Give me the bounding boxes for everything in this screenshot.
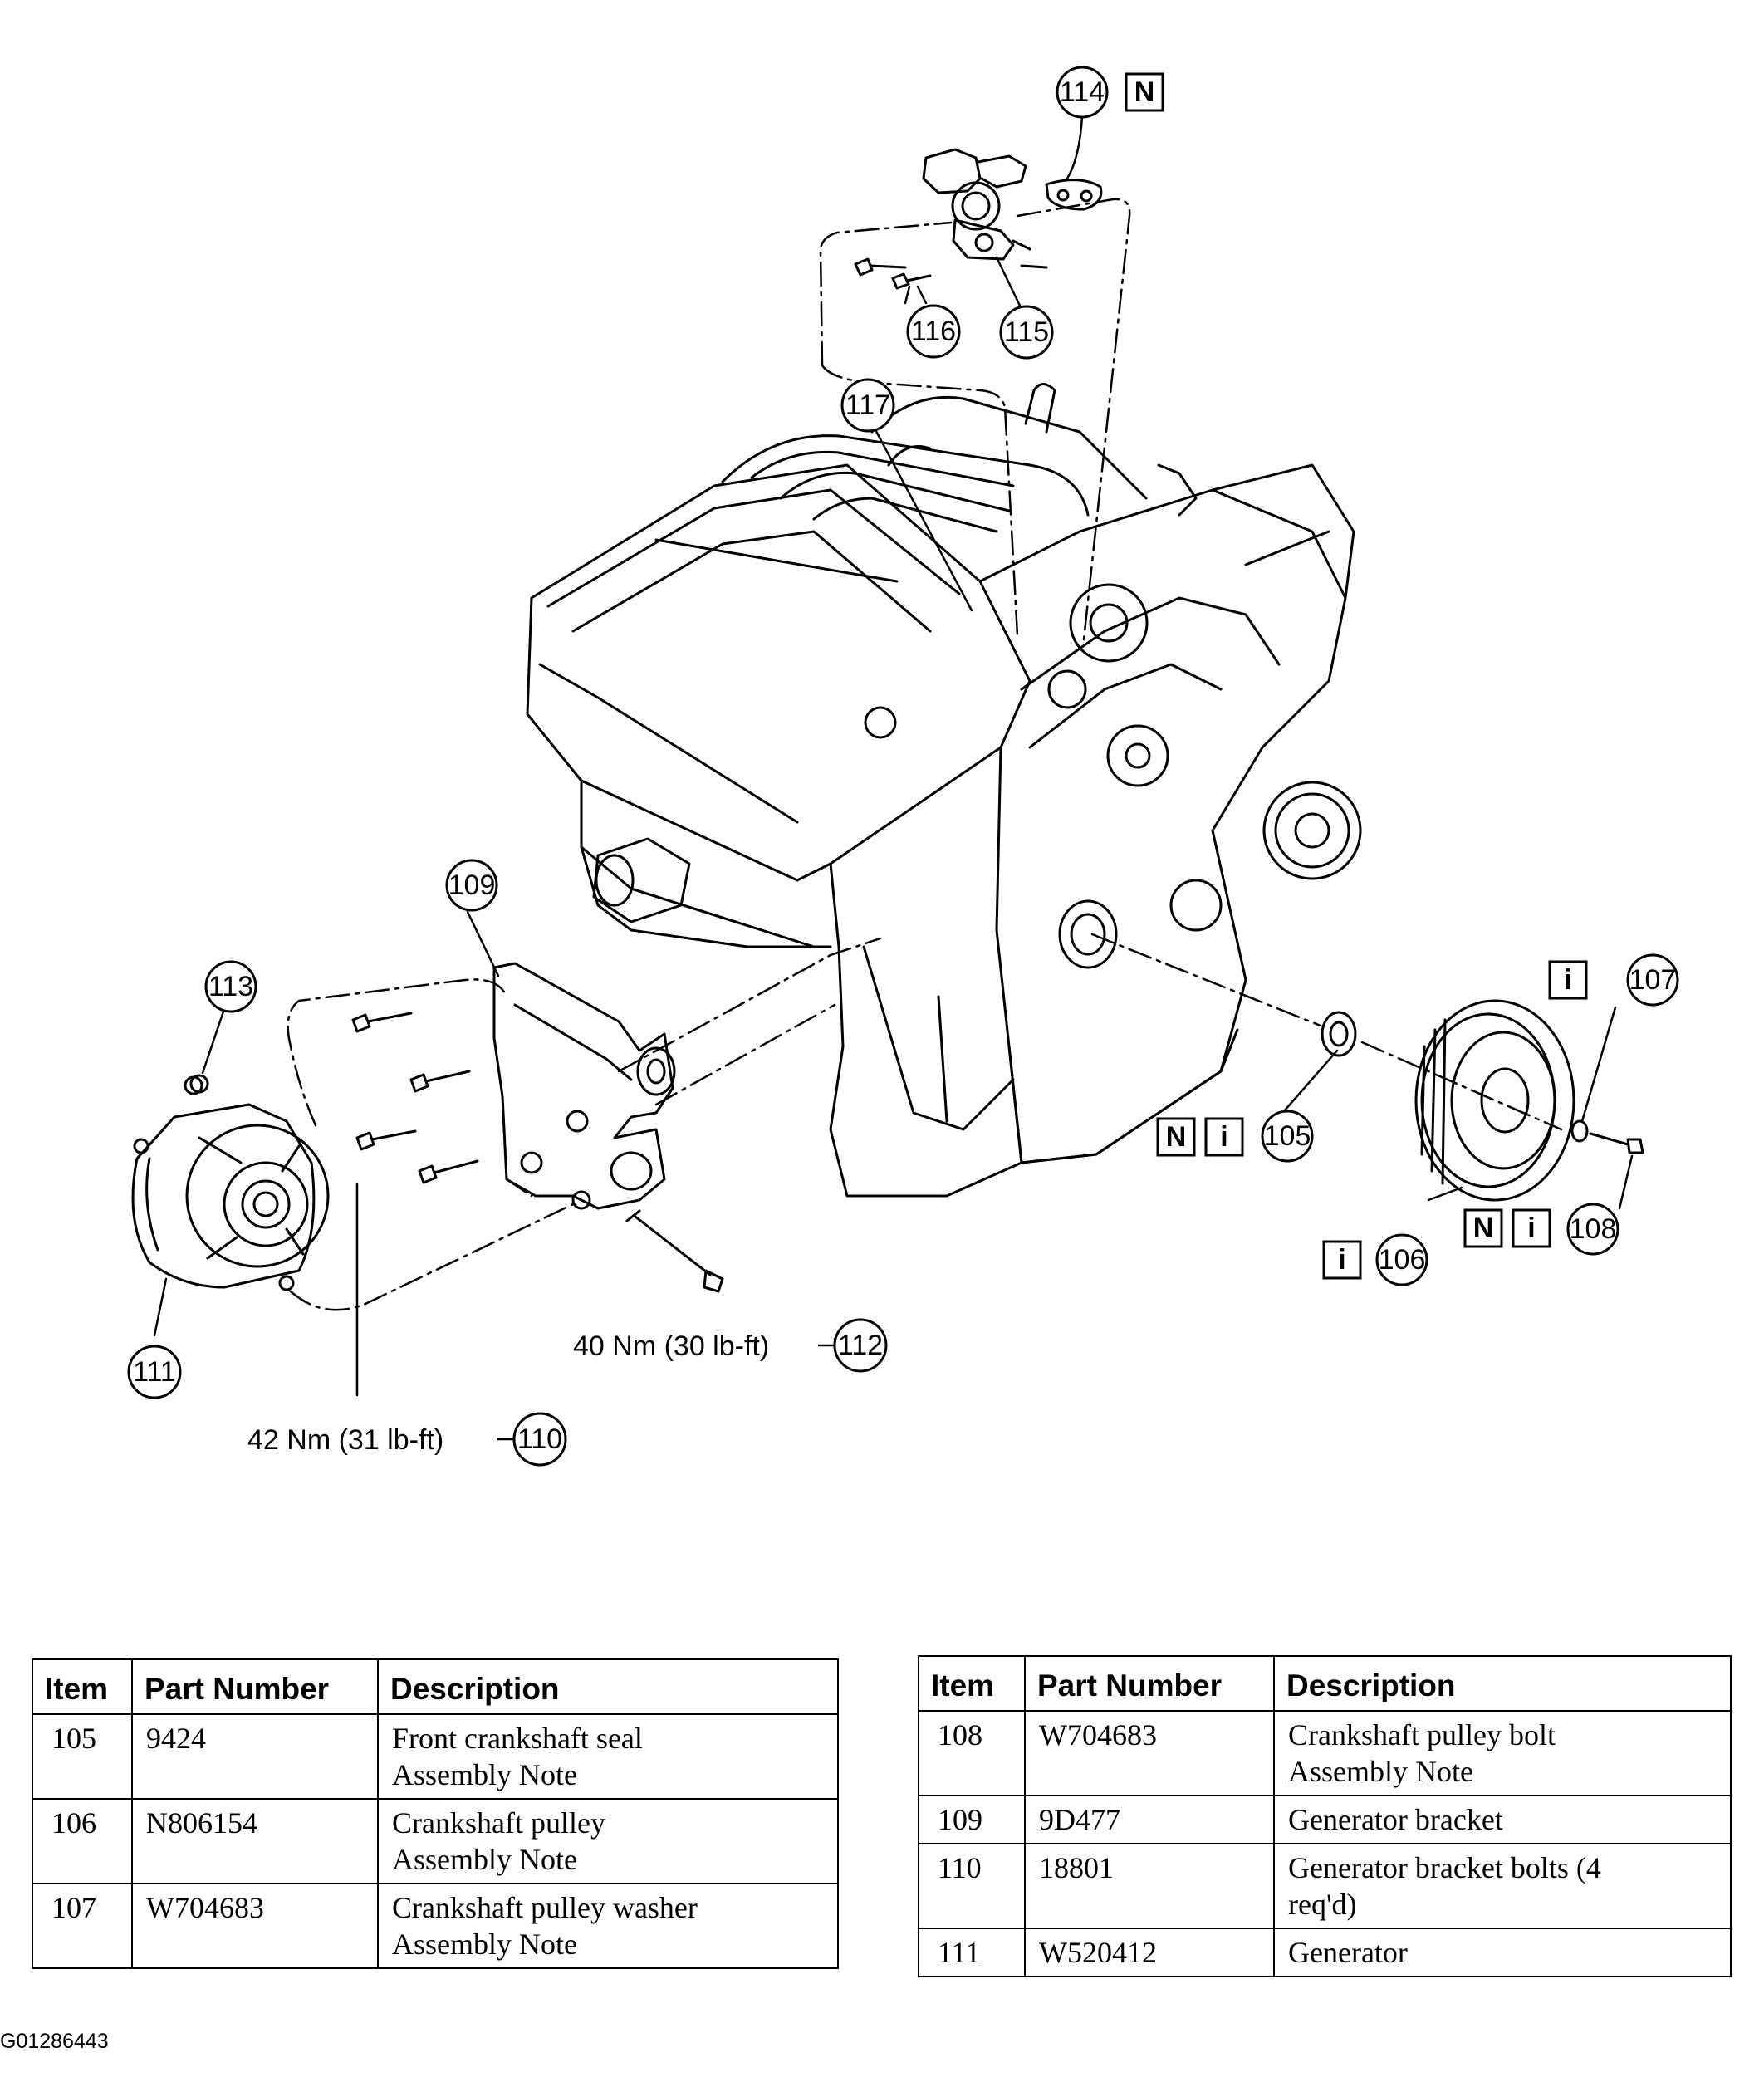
bracket-bolts-drawing <box>351 1012 479 1184</box>
description-cell: Generator <box>1273 1928 1732 1977</box>
info-flag: i <box>1564 964 1571 996</box>
description-text-continued: req'd) <box>1288 1888 1357 1921</box>
new-part-flag: N <box>1134 76 1155 108</box>
callout-107: 107 <box>1629 964 1677 996</box>
description-text: Crankshaft pulley <box>392 1806 605 1840</box>
part-number-cell: N806154 <box>131 1798 379 1884</box>
figure-id: G01286443 <box>0 2030 109 2053</box>
item-cell: 106 <box>32 1798 133 1884</box>
new-part-flag: N <box>1473 1213 1494 1244</box>
col-header-item: Item <box>32 1658 133 1715</box>
egr-bolts-drawing <box>854 257 932 290</box>
torque-spec-112: 40 Nm (30 lb-ft) <box>573 1330 769 1362</box>
description-cell: Generator bracket bolts (4 req'd) <box>1273 1843 1732 1929</box>
description-text: Crankshaft pulley bolt <box>1288 1718 1556 1751</box>
item-cell: 110 <box>918 1843 1026 1929</box>
col-header-description: Description <box>377 1658 839 1715</box>
part-number-cell: W520412 <box>1024 1928 1275 1977</box>
description-text: Generator <box>1288 1936 1408 1969</box>
description-cell: Crankshaft pulley washer Assembly Note <box>377 1883 839 1969</box>
callout-113: 113 <box>208 971 253 1002</box>
generator-bracket-drawing <box>492 962 676 1210</box>
callout-106: 106 <box>1379 1244 1426 1276</box>
info-flag: i <box>1338 1244 1345 1276</box>
info-flag: i <box>1527 1213 1535 1244</box>
item-cell: 108 <box>918 1710 1026 1796</box>
pulley-bolt-drawing <box>1589 1132 1644 1154</box>
callout-110: 110 <box>517 1423 562 1455</box>
assembly-note: Assembly Note <box>1288 1755 1473 1788</box>
crankshaft-pulley-drawing <box>1414 999 1575 1202</box>
engine-block-drawing <box>526 383 1362 1198</box>
table-row: 109 9D477 Generator bracket <box>918 1795 1732 1844</box>
table-header-row: Item Part Number Description <box>32 1658 839 1715</box>
part-number-cell: W704683 <box>131 1883 379 1969</box>
item-cell: 105 <box>32 1713 133 1800</box>
description-cell: Generator bracket <box>1273 1795 1732 1844</box>
assembly-note: Assembly Note <box>392 1843 577 1876</box>
description-cell: Crankshaft pulley Assembly Note <box>377 1798 839 1884</box>
new-part-flag: N <box>1166 1121 1187 1153</box>
exploded-engine-diagram: 114 116 115 117 109 113 107 105 106 108 … <box>127 66 1679 1467</box>
table-header-row: Item Part Number Description <box>918 1655 1732 1712</box>
table-row: 107 W704683 Crankshaft pulley washer Ass… <box>32 1883 839 1969</box>
callout-111: 111 <box>133 1356 176 1388</box>
table-row: 111 W520412 Generator <box>918 1928 1732 1977</box>
long-bolt-drawing <box>625 1209 724 1293</box>
torque-spec-110: 42 Nm (31 lb-ft) <box>247 1424 443 1456</box>
item-cell: 111 <box>918 1928 1026 1977</box>
description-text: Front crankshaft seal <box>392 1722 643 1755</box>
part-number-cell: 9424 <box>131 1713 379 1800</box>
pulley-washer-drawing <box>1570 1119 1589 1143</box>
description-text: Generator bracket bolts (4 <box>1288 1851 1601 1884</box>
callout-105: 105 <box>1264 1120 1311 1152</box>
col-header-item: Item <box>918 1655 1026 1712</box>
table-row: 110 18801 Generator bracket bolts (4 req… <box>918 1843 1732 1929</box>
assembly-note: Assembly Note <box>392 1758 577 1791</box>
nut-113-drawing <box>189 1074 209 1094</box>
item-cell: 109 <box>918 1795 1026 1844</box>
callout-114: 114 <box>1060 76 1105 108</box>
callout-116: 116 <box>911 316 956 347</box>
part-number-cell: 9D477 <box>1024 1795 1275 1844</box>
callout-109: 109 <box>448 870 496 901</box>
parts-table-right: Item Part Number Description 108 W704683… <box>918 1655 1732 1977</box>
col-header-part-number: Part Number <box>1024 1655 1275 1712</box>
table-row: 108 W704683 Crankshaft pulley bolt Assem… <box>918 1710 1732 1796</box>
part-number-cell: 18801 <box>1024 1843 1275 1929</box>
col-header-part-number: Part Number <box>131 1658 379 1715</box>
callout-115: 115 <box>1004 316 1049 348</box>
part-number-cell: W704683 <box>1024 1710 1275 1796</box>
item-cell: 107 <box>32 1883 133 1969</box>
egr-valve-drawing <box>922 148 1103 269</box>
leader-lines <box>153 115 1634 1397</box>
generator-drawing <box>131 1075 330 1291</box>
parts-table-left: Item Part Number Description 105 9424 Fr… <box>32 1658 839 1969</box>
info-flag: i <box>1220 1121 1227 1153</box>
description-text: Crankshaft pulley washer <box>392 1891 698 1924</box>
callout-117: 117 <box>845 389 890 421</box>
callout-112: 112 <box>838 1330 883 1361</box>
description-text: Generator bracket <box>1288 1803 1503 1836</box>
description-cell: Crankshaft pulley bolt Assembly Note <box>1273 1710 1732 1796</box>
callout-108: 108 <box>1570 1213 1617 1245</box>
table-row: 106 N806154 Crankshaft pulley Assembly N… <box>32 1798 839 1884</box>
front-seal-drawing <box>1321 1011 1357 1057</box>
table-row: 105 9424 Front crankshaft seal Assembly … <box>32 1713 839 1800</box>
description-cell: Front crankshaft seal Assembly Note <box>377 1713 839 1800</box>
assembly-note: Assembly Note <box>392 1928 577 1961</box>
col-header-description: Description <box>1273 1655 1732 1712</box>
